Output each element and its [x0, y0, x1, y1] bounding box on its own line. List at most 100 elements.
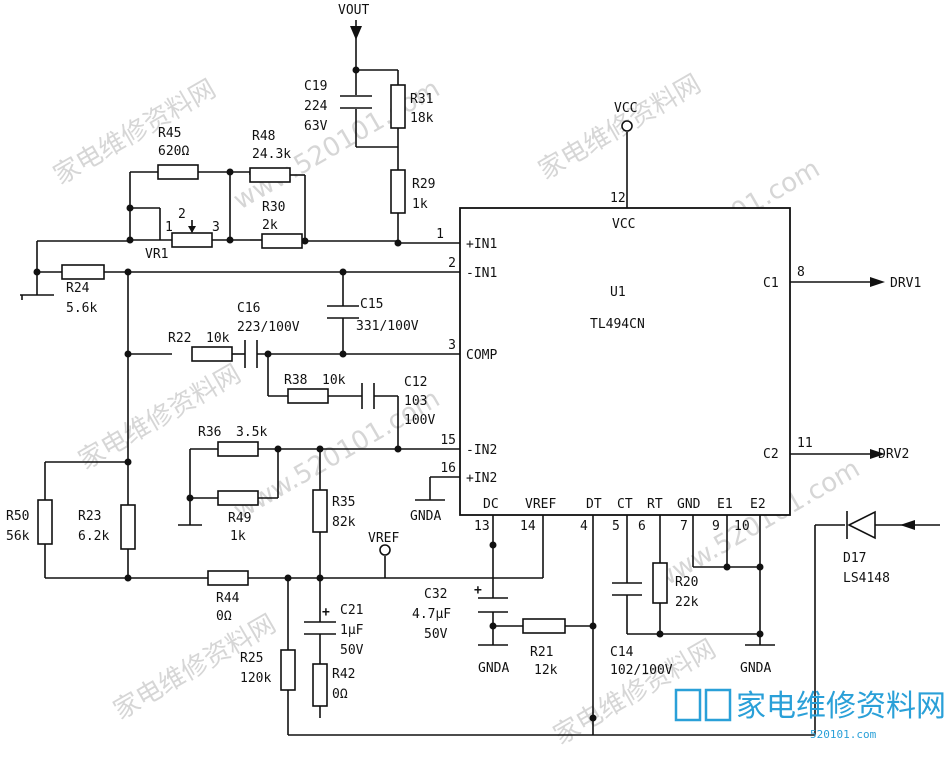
pin-number: 15 [440, 433, 456, 448]
capacitor-c12: C12 103 100V [361, 375, 435, 428]
ref-label: C21 [340, 603, 363, 618]
pin-label-e2: E2 [750, 497, 766, 512]
pin-label-vref: VREF [525, 497, 556, 512]
watermark-text: 家电维修资料网 [74, 359, 247, 476]
ic-ref: U1 [610, 285, 626, 300]
pin-label: 3 [212, 220, 220, 235]
resistor-r22: R22 10k [168, 331, 233, 362]
pin-number: 2 [448, 256, 456, 271]
value-label: LS4148 [843, 571, 890, 586]
pin-number: 16 [440, 461, 456, 476]
gnda-label: GNDA [478, 661, 509, 676]
resistor-r48: R48 24.3k [249, 129, 291, 183]
capacitor-c14: C14 102/100V [610, 582, 673, 678]
ref-label: R36 [198, 425, 221, 440]
gnda-label: GNDA [740, 661, 771, 676]
ref-label: C16 [237, 301, 260, 316]
value-label: 331/100V [356, 319, 419, 334]
pin-label-c1: C1 [763, 276, 779, 291]
pin-number: 9 [712, 519, 720, 534]
ref-label: R31 [410, 92, 433, 107]
ref-label: R44 [216, 591, 240, 606]
site-logo: 家电维修资料网 520101.com [674, 688, 946, 741]
value-label: 102/100V [610, 663, 673, 678]
rating-label: 100V [404, 413, 435, 428]
ref-label: R21 [530, 645, 553, 660]
value-label: 24.3k [252, 147, 291, 162]
gnda-label: GNDA [410, 509, 441, 524]
ref-label: R50 [6, 509, 29, 524]
ref-label: VR1 [145, 247, 168, 262]
pin-label-rt: RT [647, 497, 663, 512]
value-label: 103 [404, 394, 427, 409]
watermark-text: 家电维修资料网 [109, 609, 282, 726]
resistor-r29: R29 1k [390, 169, 435, 214]
ic-body [459, 207, 791, 516]
ref-label: C32 [424, 587, 447, 602]
value-label: 56k [6, 529, 30, 544]
watermark-text: 家电维修资料网 [549, 634, 722, 751]
ref-label: C15 [360, 297, 383, 312]
resistor-r44: R44 0Ω [207, 570, 249, 624]
resistor-r36: R36 3.5k [198, 425, 267, 457]
capacitor-c32: + C32 4.7μF 50V [412, 583, 508, 642]
ref-label: R24 [66, 281, 90, 296]
ref-label: C14 [610, 645, 634, 660]
logo-text: 家电维修资料网 [736, 689, 946, 724]
ref-label: R20 [675, 575, 698, 590]
ref-label: R49 [228, 511, 251, 526]
ref-label: C19 [304, 79, 327, 94]
resistor-r45: R45 620Ω [157, 126, 199, 180]
resistor-r21: R21 12k [522, 618, 566, 678]
book-icon [674, 688, 702, 722]
pin-label: 2 [178, 207, 186, 222]
pin-label: 1 [165, 220, 173, 235]
capacitor-c15: C15 331/100V [327, 297, 419, 334]
potentiometer-vr1: VR1 1 2 3 [145, 207, 220, 262]
pin-label-vcc: VCC [612, 217, 635, 232]
resistor-r42: R42 0Ω [312, 663, 355, 707]
value-label: 1μF [340, 623, 364, 638]
value-label: 18k [410, 111, 434, 126]
pin-label-dc: DC [483, 497, 499, 512]
diode-d17: D17 LS4148 [843, 510, 890, 586]
ref-label: R42 [332, 667, 355, 682]
resistor-r38: R38 10k [284, 373, 346, 404]
pin-label-gnd: GND [677, 497, 701, 512]
capacitor-c19: C19 224 63V [304, 79, 372, 134]
logo-url: 520101.com [810, 728, 877, 741]
vref-net-label: VREF [368, 531, 399, 546]
pin-number: 5 [612, 519, 620, 534]
components: VOUT C19 224 63V R31 18k R29 1k R45 620Ω [6, 3, 890, 707]
pin-label-dt: DT [586, 497, 602, 512]
value-label: 6.2k [78, 529, 109, 544]
vcc-terminal [621, 120, 633, 132]
drv1-label: DRV1 [890, 276, 921, 291]
pin-number: 14 [520, 519, 536, 534]
ref-label: D17 [843, 551, 866, 566]
pin-label-ct: CT [617, 497, 633, 512]
pin-number: 12 [610, 191, 626, 206]
watermark-text: 家电维修资料网 [534, 69, 707, 186]
value-label: 0Ω [332, 687, 348, 702]
resistor-r31: R31 18k [390, 84, 434, 129]
value-label: 223/100V [237, 320, 300, 335]
pin-number: 11 [797, 436, 813, 451]
value-label: 1k [230, 529, 246, 544]
ref-label: C12 [404, 375, 427, 390]
resistor-r24: R24 5.6k [61, 264, 105, 316]
pin-number: 3 [448, 338, 456, 353]
value-label: 0Ω [216, 609, 232, 624]
value-label: 1k [412, 197, 428, 212]
ic-u1: U1 TL494CN 1 +IN1 2 -IN1 3 COMP 15 -IN2 … [128, 101, 921, 534]
pin-number: 10 [734, 519, 750, 534]
value-label: 12k [534, 663, 558, 678]
value-label: 22k [675, 595, 699, 610]
drv2-label: DRV2 [878, 447, 909, 462]
rating-label: 50V [340, 643, 364, 658]
vcc-net-label: VCC [614, 101, 637, 116]
svg-text:+: + [474, 583, 482, 598]
resistor-r25: R25 120k [240, 649, 296, 691]
pin-label-in1n: -IN1 [466, 266, 497, 281]
